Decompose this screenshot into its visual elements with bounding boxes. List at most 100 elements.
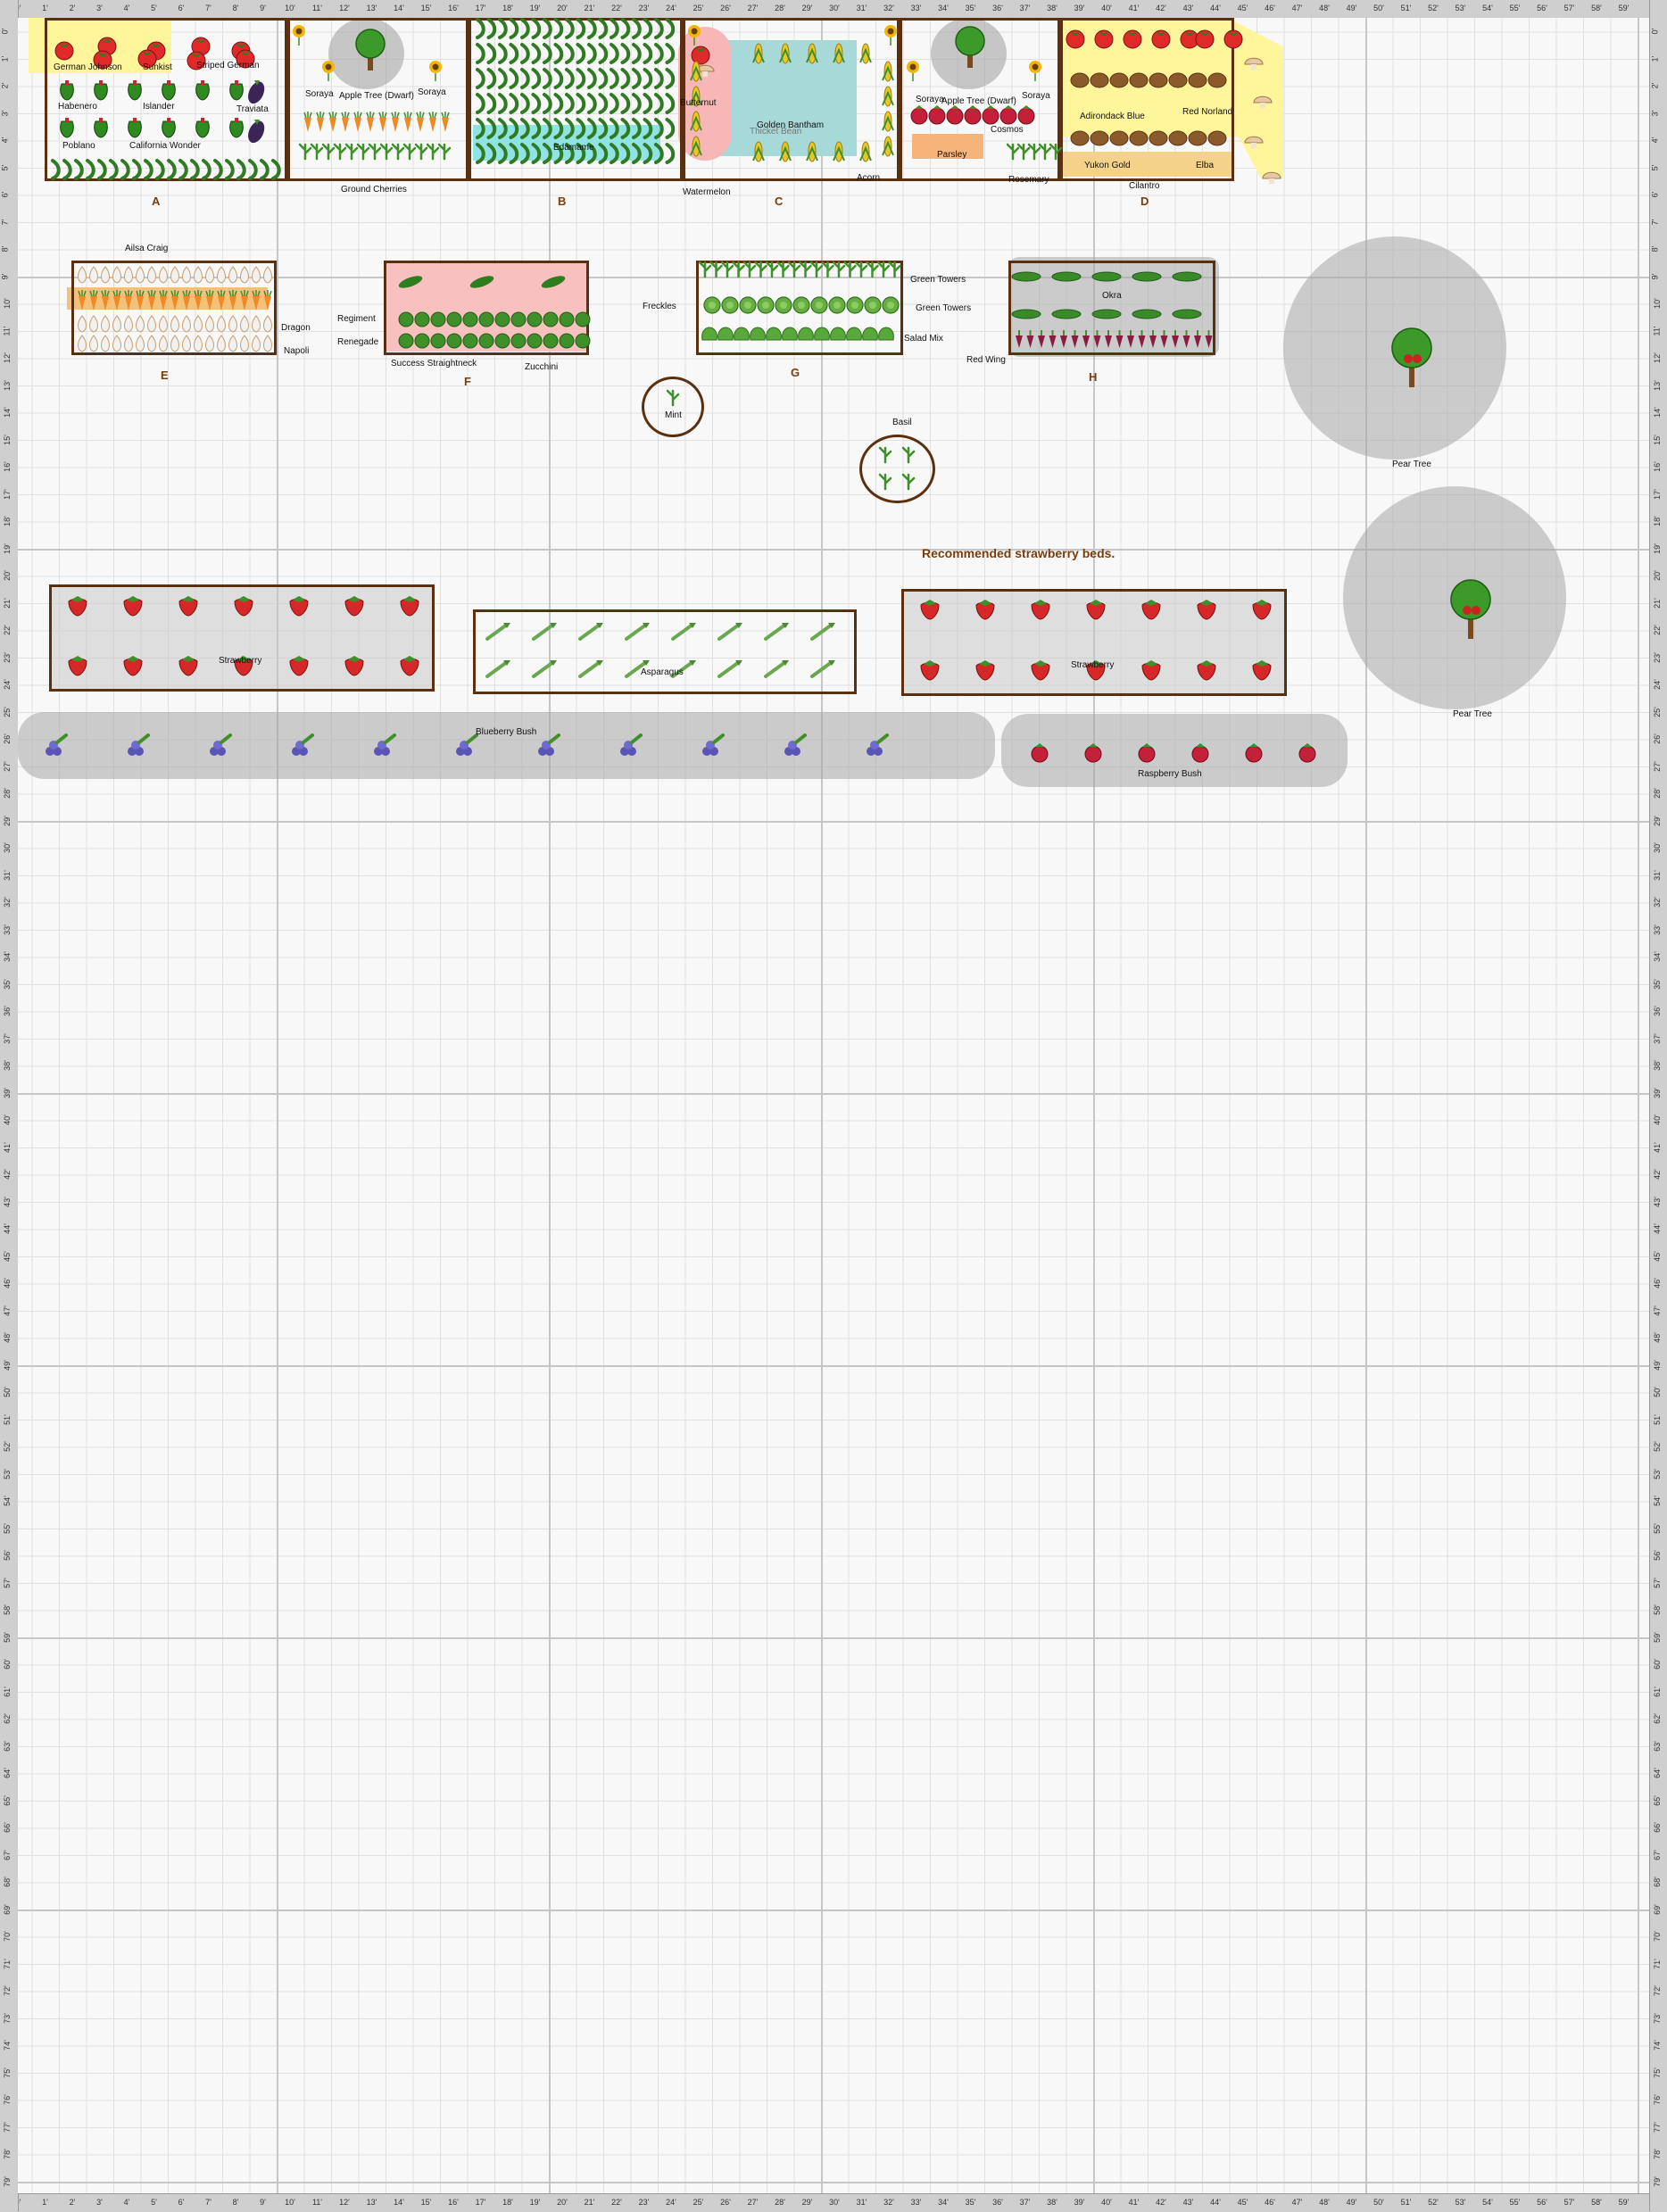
blueberry-row[interactable] — [18, 712, 995, 779]
label-renegade[interactable]: Renegade — [337, 337, 379, 347]
mint-pot[interactable] — [642, 377, 704, 437]
strawberry-icon — [975, 600, 995, 620]
carrot-icon — [441, 112, 450, 132]
ruler-tick-column: 56' — [1537, 2198, 1547, 2207]
carrot-icon — [182, 290, 191, 311]
bed-c[interactable] — [683, 18, 900, 181]
basil-pot[interactable] — [859, 435, 935, 503]
zucchini-icon — [494, 311, 510, 327]
garden-grid[interactable]: German Johnson Sunkist Striped German Ha… — [18, 18, 1649, 2193]
label-apple-tree-2[interactable]: Apple Tree (Dwarf) — [941, 96, 1016, 106]
label-poblano[interactable]: Poblano — [62, 141, 95, 151]
carrot-icon — [353, 112, 362, 132]
label-strawberry-2[interactable]: Strawberry — [1071, 660, 1115, 670]
label-green-towers-1[interactable]: Green Towers — [910, 275, 966, 285]
label-red-wing[interactable]: Red Wing — [966, 355, 1006, 365]
label-golden-bantham[interactable]: Golden Bantham — [757, 120, 825, 130]
label-okra[interactable]: Okra — [1102, 291, 1122, 301]
zucchini-icon — [510, 311, 527, 327]
label-watermelon[interactable]: Watermelon — [683, 187, 731, 197]
label-butternut[interactable]: Butternut — [680, 98, 717, 108]
onion-icon — [228, 266, 237, 284]
strawberry-icon — [234, 656, 253, 676]
label-napoli[interactable]: Napoli — [284, 346, 310, 356]
label-german-johnson[interactable]: German Johnson — [54, 62, 122, 72]
label-soraya-2[interactable]: Soraya — [418, 87, 446, 97]
label-success-straightneck[interactable]: Success Straightneck — [391, 359, 477, 369]
label-thicket-bean[interactable]: Thicket Bean — [750, 127, 802, 137]
bed-a2[interactable] — [287, 18, 469, 181]
label-ailsa-craig[interactable]: Ailsa Craig — [125, 244, 169, 253]
label-habenero[interactable]: Habenero — [58, 102, 97, 112]
label-asparagus[interactable]: Asparagus — [641, 667, 684, 677]
bed-f[interactable] — [384, 261, 589, 355]
label-salad-mix[interactable]: Salad Mix — [904, 334, 943, 344]
label-apple-tree-1[interactable]: Apple Tree (Dwarf) — [339, 91, 414, 101]
ruler-tick-column: 33' — [910, 2198, 922, 2207]
label-adirondack-blue[interactable]: Adirondack Blue — [1080, 112, 1145, 121]
ruler-tick-row: 61' — [2, 1686, 12, 1697]
sunflower-icon — [322, 61, 335, 81]
raspberry-row[interactable] — [1001, 714, 1348, 787]
label-edamame[interactable]: Edamame — [553, 143, 594, 153]
label-green-towers-2[interactable]: Green Towers — [916, 303, 972, 313]
bed-h[interactable] — [1008, 261, 1215, 355]
strawberry-icon — [920, 600, 940, 620]
onion-icon — [170, 266, 179, 284]
ruler-tick-row: 35' — [2, 978, 12, 990]
label-regiment[interactable]: Regiment — [337, 314, 376, 324]
ruler-tick-row: 27' — [1652, 760, 1662, 772]
ruler-tick-column: 27' — [747, 2198, 759, 2207]
label-zucchini[interactable]: Zucchini — [525, 362, 559, 372]
label-elba[interactable]: Elba — [1196, 161, 1215, 170]
carrot-icon — [205, 290, 214, 311]
bed-e[interactable] — [71, 261, 277, 355]
label-blueberry-bush[interactable]: Blueberry Bush — [476, 727, 537, 737]
label-red-norland[interactable]: Red Norland — [1182, 107, 1233, 117]
label-sunkist[interactable]: Sunkist — [143, 62, 172, 72]
label-cosmos[interactable]: Cosmos — [991, 125, 1024, 135]
ruler-tick-column: 53' — [1455, 4, 1466, 12]
label-soraya-3[interactable]: Soraya — [916, 95, 944, 104]
label-dragon[interactable]: Dragon — [281, 323, 311, 333]
bean-icon — [498, 68, 508, 89]
label-parsley[interactable]: Parsley — [937, 150, 967, 160]
label-traviata[interactable]: Traviata — [236, 104, 269, 114]
label-freckles[interactable]: Freckles — [643, 302, 676, 311]
label-california-wonder[interactable]: California Wonder — [129, 141, 201, 151]
ruler-tick-column: 7' — [205, 4, 211, 12]
label-ground-cherries[interactable]: Ground Cherries — [341, 185, 407, 195]
blueberry-icon — [210, 733, 232, 756]
zucchini-icon — [543, 333, 559, 349]
label-acorn[interactable]: Acorn — [857, 173, 881, 183]
label-rosemary[interactable]: Rosemary — [1008, 175, 1049, 185]
label-islander[interactable]: Islander — [143, 102, 175, 112]
bed-a[interactable] — [45, 18, 287, 181]
ruler-tick-row: 2' — [1650, 82, 1660, 89]
okra-icon — [1172, 271, 1202, 282]
label-basil[interactable]: Basil — [892, 418, 912, 427]
label-cilantro[interactable]: Cilantro — [1129, 181, 1160, 191]
label-soraya-4[interactable]: Soraya — [1022, 91, 1050, 101]
tomato-icon — [1195, 29, 1215, 49]
label-soraya-1[interactable]: Soraya — [305, 89, 334, 99]
ruler-tick-row: 19' — [1652, 543, 1662, 554]
ruler-tick-row: 6' — [0, 191, 10, 198]
bed-d[interactable] — [1060, 18, 1234, 181]
label-raspberry-bush[interactable]: Raspberry Bush — [1138, 769, 1202, 779]
ruler-tick-row: 60' — [1652, 1659, 1662, 1669]
label-pear-tree-1[interactable]: Pear Tree — [1392, 460, 1431, 469]
ruler-tick-column: 15' — [420, 2198, 432, 2207]
bed-b[interactable] — [469, 18, 683, 181]
asparagus-bed[interactable] — [473, 609, 857, 694]
label-pear-tree-2[interactable]: Pear Tree — [1453, 709, 1492, 719]
label-yukon-gold[interactable]: Yukon Gold — [1084, 161, 1131, 170]
label-mint[interactable]: Mint — [665, 410, 682, 420]
ruler-tick-column: 59' — [1618, 4, 1630, 12]
label-strawberry-1[interactable]: Strawberry — [219, 656, 262, 666]
blueberry-icon — [702, 733, 725, 756]
bed-c2[interactable] — [900, 18, 1060, 181]
label-striped-german[interactable]: Striped German — [196, 61, 260, 70]
ruler-tick-row: 67' — [2, 1849, 12, 1860]
zucchini-icon — [462, 311, 478, 327]
